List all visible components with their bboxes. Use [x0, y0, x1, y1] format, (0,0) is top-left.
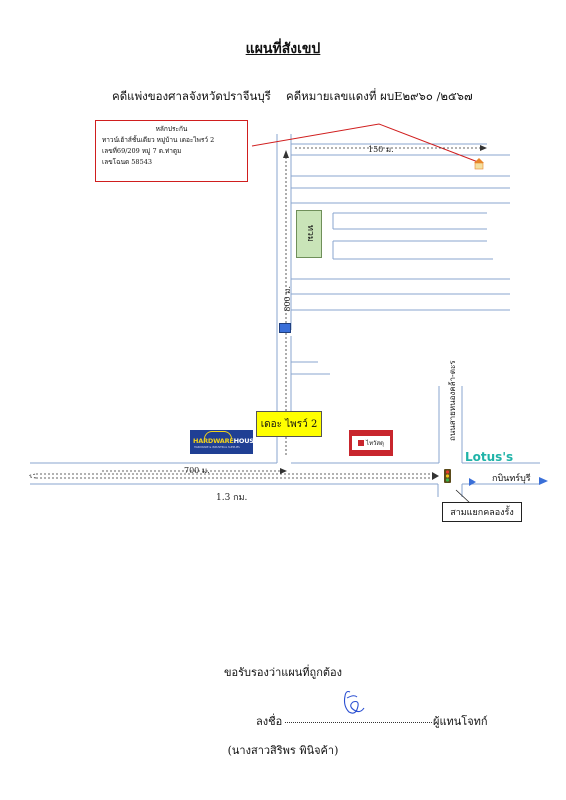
lotus-logo: Lotus's — [465, 450, 514, 464]
green-building: ทวม — [296, 210, 322, 258]
collateral-line3: เลขโฉนด 58543 — [102, 158, 152, 166]
arrow-right-icon — [280, 468, 287, 474]
project-label: เดอะ ไพรว์ 2 — [260, 418, 318, 430]
sign-label: ลงชื่อ — [256, 715, 283, 728]
distance-800: 800 ม. — [283, 286, 292, 312]
printed-name: (นางสาวสิริพร พินิจค้า) — [227, 744, 339, 757]
junction-label: สามแยกคลองรั้ง — [450, 508, 514, 518]
collateral-line1: ทาวน์เฮ้าส์ชั้นเดียว หมู่บ้าน เดอะไพรว์ … — [102, 136, 215, 144]
distance-150: 150 ม. — [368, 145, 394, 154]
kabinburi-label: กบินทร์บุรี — [492, 474, 531, 484]
signature-mark — [343, 690, 365, 714]
court-label: คดีแพ่งของศาลจังหวัดปราจีนบุรี — [112, 89, 271, 103]
certification-statement: ขอรับรองว่าแผนที่ถูกต้อง — [223, 666, 342, 679]
distance-700: 700 ม. — [184, 466, 210, 475]
junction-label-box: สามแยกคลองรั้ง — [442, 502, 522, 522]
green-building-label: ทวม — [305, 225, 315, 242]
arrow-small-icon — [469, 478, 476, 486]
hardware-house-subtitle: HARDWARE & INDUSTRIAL SUPPLIES — [194, 446, 240, 449]
role-label: ผู้แทนโจทก์ — [433, 715, 488, 728]
distance-1-3km: 1.3 กม. — [216, 493, 248, 503]
thaiwatsadu-logo: ไทวัสดุ — [349, 430, 393, 456]
page-title: แผนที่สังเขป — [245, 41, 321, 57]
arrow-up-icon — [283, 150, 289, 158]
collateral-box: หลักประกัน ทาวน์เฮ้าส์ชั้นเดียว หมู่บ้าน… — [95, 120, 248, 182]
collateral-line2: เลขที่69/209 หมู่ 7 ต.ท่าตูม — [102, 147, 182, 155]
vertical-road-label: ถนนสายหนองคล้า-ตะร — [448, 360, 457, 442]
arrow-right-icon — [480, 145, 487, 151]
thaiwatsadu-name: ไทวัสดุ — [366, 440, 384, 447]
arrow-right-icon — [432, 472, 439, 480]
pointer-line — [251, 123, 479, 163]
hardware-house-word2: HOUSE — [233, 437, 259, 445]
project-label-box: เดอะ ไพรว์ 2 — [256, 411, 322, 437]
house-marker-icon — [474, 158, 484, 170]
signature-line — [285, 722, 432, 723]
red-case-number: คดีหมายเลขแดงที่ ผบE๒๙๖๐ /๒๕๖๗ — [286, 89, 473, 103]
collateral-heading: หลักประกัน — [155, 125, 188, 133]
hardware-house-word1: HARDWARE — [193, 437, 234, 445]
hardware-house-logo: HARDWAREHOUSE HARDWARE & INDUSTRIAL SUPP… — [190, 430, 258, 454]
thaiwatsadu-mark-icon — [358, 440, 365, 446]
blue-marker — [279, 323, 291, 333]
arrow-kabinburi-icon — [539, 477, 548, 485]
